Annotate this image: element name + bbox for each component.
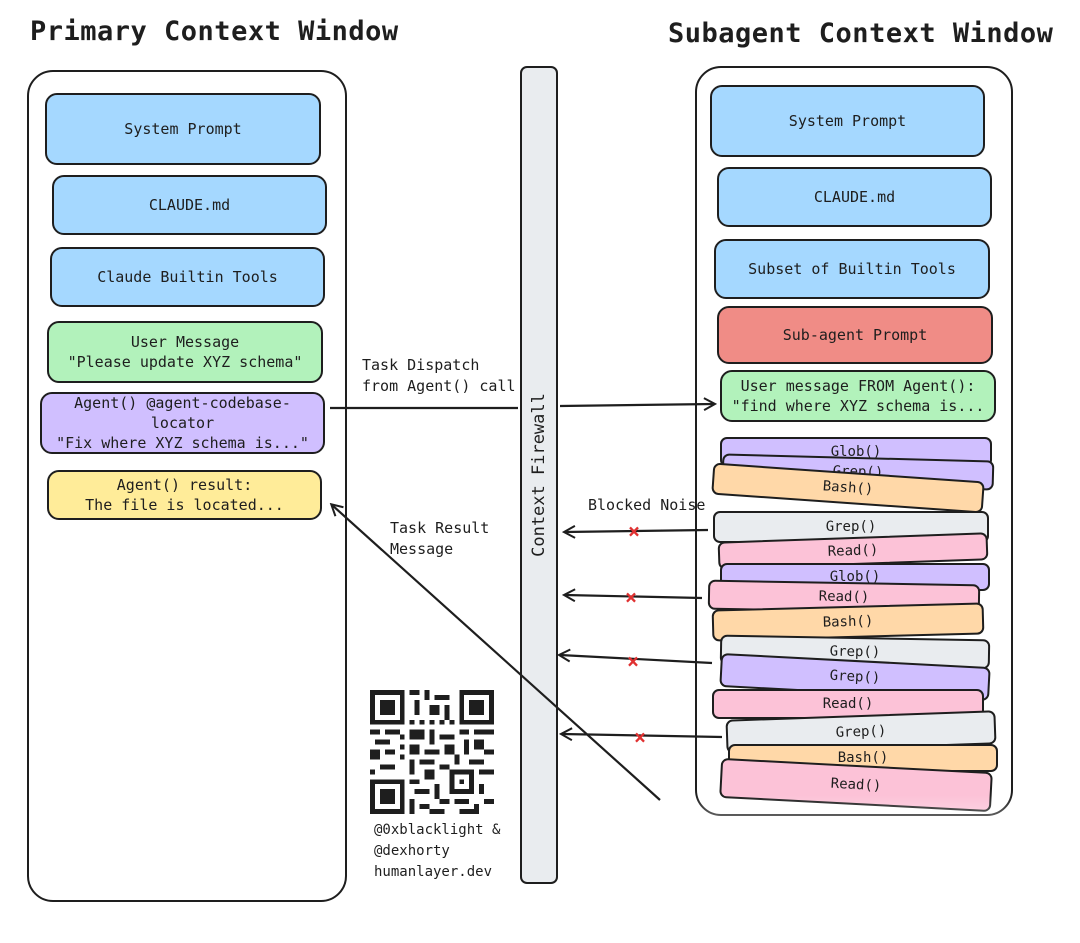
blocked-arrow-2 bbox=[565, 595, 703, 598]
primary-system-prompt: System Prompt bbox=[45, 93, 321, 165]
tool-call-label: Grep() bbox=[825, 519, 877, 535]
primary-window-title: Primary Context Window bbox=[30, 16, 399, 47]
tool-call-label: Bash() bbox=[837, 750, 889, 766]
task-result-line2: Message bbox=[390, 540, 454, 558]
subagent-window-title: Subagent Context Window bbox=[668, 18, 1054, 49]
task-dispatch-arrow bbox=[330, 404, 714, 408]
primary-user-message: User Message "Please update XYZ schema" bbox=[47, 321, 323, 383]
subagent-user-message-line1: User message FROM Agent(): bbox=[740, 377, 976, 395]
blocked-x-mark-3: × bbox=[627, 649, 640, 673]
blocked-noise-label: Blocked Noise bbox=[588, 496, 706, 514]
primary-agent-result-line1: Agent() result: bbox=[116, 476, 253, 494]
subagent-builtin-tools: Subset of Builtin Tools bbox=[714, 239, 990, 299]
blocked-arrow-4 bbox=[562, 734, 723, 737]
primary-builtin-tools: Claude Builtin Tools bbox=[50, 247, 325, 307]
primary-agent-call-line2: "Fix where XYZ schema is..." bbox=[56, 434, 309, 452]
blocked-x-mark-1: × bbox=[628, 519, 641, 543]
task-dispatch-line2: from Agent() call bbox=[362, 377, 516, 395]
credits: @0xblacklight & @dexhorty humanlayer.dev bbox=[374, 820, 500, 883]
primary-user-message-line1: User Message bbox=[130, 333, 240, 351]
primary-builtin-tools-label: Claude Builtin Tools bbox=[97, 268, 278, 286]
qr-code-icon bbox=[370, 690, 494, 814]
task-dispatch-label: Task Dispatch from Agent() call bbox=[362, 355, 516, 397]
blocked-arrow-3 bbox=[560, 655, 713, 665]
subagent-system-prompt-label: System Prompt bbox=[788, 112, 907, 130]
task-result-arrow bbox=[332, 505, 661, 801]
subagent-claude-md: CLAUDE.md bbox=[717, 167, 992, 227]
credit-handle-2: @dexhorty bbox=[374, 843, 450, 859]
primary-user-message-line2: "Please update XYZ schema" bbox=[67, 353, 303, 371]
credit-site: humanlayer.dev bbox=[374, 864, 493, 880]
subagent-user-message: User message FROM Agent(): "find where X… bbox=[720, 370, 996, 422]
credit-handle-1: @0xblacklight & bbox=[374, 822, 501, 838]
subagent-user-message-line2: "find where XYZ schema is... bbox=[731, 397, 985, 415]
primary-system-prompt-label: System Prompt bbox=[124, 120, 242, 138]
subagent-system-prompt: System Prompt bbox=[710, 85, 985, 157]
primary-claude-md: CLAUDE.md bbox=[52, 175, 327, 235]
blocked-arrow-1 bbox=[565, 530, 709, 532]
task-result-line1: Task Result bbox=[390, 519, 490, 537]
bottom-fade bbox=[640, 795, 1080, 943]
task-result-label: Task Result Message bbox=[390, 518, 489, 560]
primary-agent-result-line2: The file is located... bbox=[85, 496, 284, 514]
tool-call-label: Read() bbox=[822, 696, 874, 712]
task-dispatch-line1: Task Dispatch bbox=[362, 356, 480, 374]
subagent-claude-md-label: CLAUDE.md bbox=[813, 188, 896, 206]
primary-agent-call: Agent() @agent-codebase-locator "Fix whe… bbox=[40, 392, 325, 454]
primary-agent-call-line1: Agent() @agent-codebase-locator bbox=[74, 394, 291, 432]
context-firewall bbox=[520, 66, 558, 884]
subagent-prompt-label: Sub-agent Prompt bbox=[782, 326, 928, 344]
primary-agent-result: Agent() result: The file is located... bbox=[47, 470, 322, 520]
subagent-builtin-tools-label: Subset of Builtin Tools bbox=[748, 260, 956, 278]
subagent-prompt: Sub-agent Prompt bbox=[717, 306, 993, 364]
primary-claude-md-label: CLAUDE.md bbox=[148, 196, 231, 214]
blocked-x-mark-4: × bbox=[634, 725, 647, 749]
blocked-x-mark-2: × bbox=[625, 585, 638, 609]
